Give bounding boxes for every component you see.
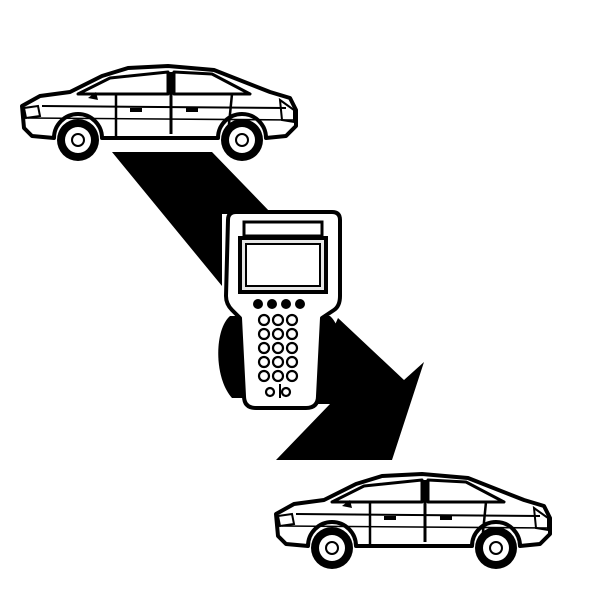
scan-tool-function-keys [253,299,305,309]
transfer-arrow-icon [112,152,272,286]
scan-tool-keypad [257,313,299,398]
sedan-icon [274,472,552,571]
scan-tool-icon [218,210,342,410]
sedan-icon [20,64,298,163]
transfer-arrowhead-icon [276,318,424,460]
